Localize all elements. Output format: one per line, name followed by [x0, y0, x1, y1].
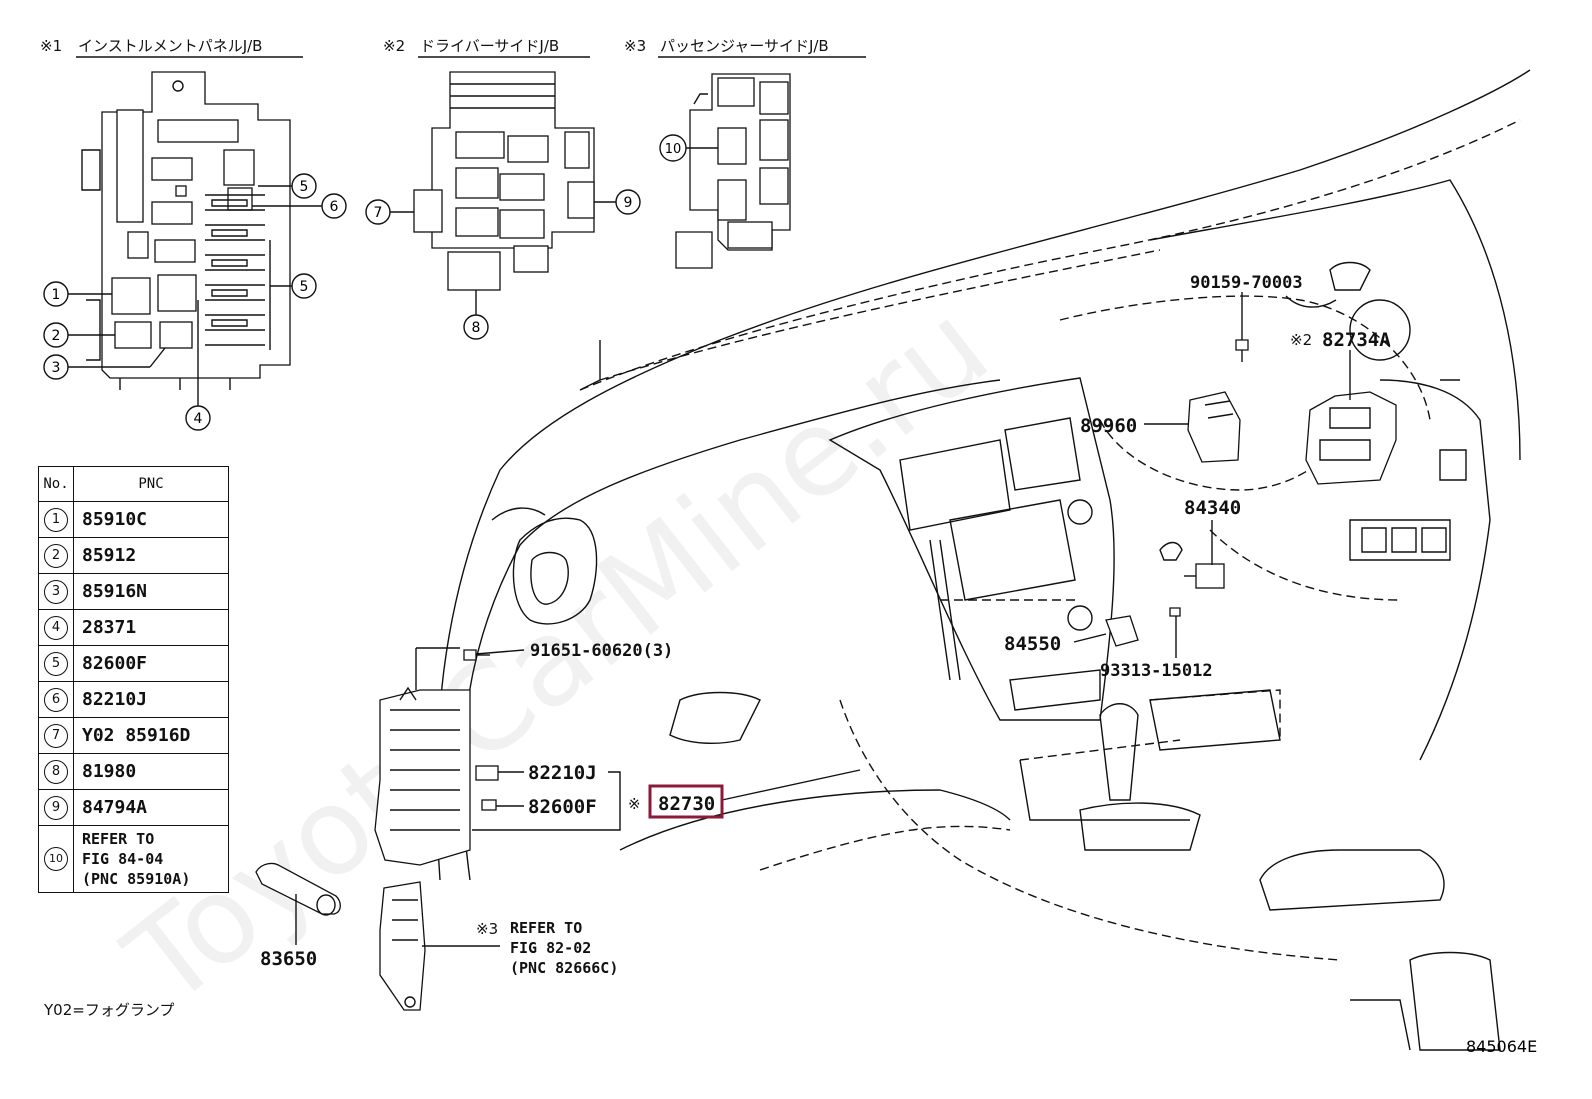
label-84550: 84550: [1004, 633, 1061, 655]
passenger-side-jb: [675, 73, 791, 269]
row-pnc: Y02 85916D: [73, 717, 229, 754]
table-row: 6 82210J: [38, 681, 229, 718]
header-no: No.: [38, 466, 74, 502]
callouts-jb1: 1 2 3 4 5 6 5: [43, 173, 347, 431]
callout-7: 7: [374, 205, 383, 221]
footnote: Y02=フォグランプ: [43, 1001, 174, 1019]
table-row: 5 82600F: [38, 645, 229, 682]
row-pnc: 82210J: [73, 681, 229, 718]
row-pnc: 82600F: [73, 645, 229, 682]
callout-5a: 5: [300, 179, 309, 195]
row-pnc: 84794A: [73, 789, 229, 826]
jb1-mark: ※1: [40, 37, 62, 55]
fuse-array: [205, 194, 265, 346]
row-pnc: 85912: [73, 537, 229, 574]
callout-1: 1: [52, 287, 61, 303]
jb2-title: ドライバーサイドJ/B: [420, 37, 559, 55]
jb2-mark: ※2: [383, 37, 405, 55]
part-83650-bulb: [255, 862, 341, 916]
label-82734a: 82734A: [1322, 329, 1391, 351]
label-refer-line-1: REFER TO: [510, 919, 582, 937]
part-89960-module: [1187, 391, 1241, 463]
table-row: 3 85916N: [38, 573, 229, 610]
label-93313-15012: 93313-15012: [1100, 661, 1213, 681]
label-82734a-mark: ※2: [1290, 331, 1312, 349]
part-82734a-block: [1305, 391, 1397, 485]
row-pnc: 81980: [73, 753, 229, 790]
label-90159-70003: 90159-70003: [1190, 273, 1303, 293]
table-row: 9 84794A: [38, 789, 229, 826]
instrument-panel-jb: [81, 71, 291, 390]
callout-8: 8: [472, 320, 481, 336]
callout-5b: 5: [300, 279, 309, 295]
label-82600f: 82600F: [528, 796, 597, 818]
driver-side-jb: [413, 71, 595, 291]
table-row: 1 85910C: [38, 501, 229, 538]
row-no: 7: [44, 723, 68, 748]
row-pnc: 28371: [73, 609, 229, 646]
part-82730-junction-block: [374, 686, 499, 866]
callout-6: 6: [330, 199, 339, 215]
label-refer-mark: ※3: [476, 920, 498, 938]
row-no: 8: [44, 759, 68, 784]
refer-line-2: FIG 84-04: [82, 850, 164, 868]
row-no: 4: [44, 615, 68, 640]
callouts-jb2: 7 8 9: [365, 189, 641, 340]
refer-line-1: REFER TO: [82, 830, 155, 848]
label-83650: 83650: [260, 948, 317, 970]
jb1-header: ※1 インストルメントパネルJ/B: [40, 37, 303, 58]
jb3-title: パッセンジャーサイドJ/B: [660, 37, 829, 55]
jb3-header: ※3 パッセンジャーサイドJ/B: [624, 37, 866, 58]
row-no: 2: [44, 543, 68, 568]
refer-line-3: (PNC 85910A): [82, 870, 191, 888]
row-no: 9: [44, 795, 68, 820]
table-header-row: No. PNC: [38, 466, 229, 502]
row-pnc: 85916N: [73, 573, 229, 610]
label-89960: 89960: [1080, 415, 1137, 437]
highlight-box-82730: [648, 784, 724, 819]
table-row: 8 81980: [38, 753, 229, 790]
row-pnc-refer: REFER TO FIG 84-04 (PNC 85910A): [73, 825, 229, 893]
callouts-jb3: 10: [659, 134, 718, 162]
label-84340: 84340: [1184, 497, 1241, 519]
part-84340-switch: [1184, 563, 1225, 589]
callout-10: 10: [665, 142, 682, 157]
header-pnc: PNC: [73, 466, 229, 502]
part-labels: 90159-70003 ※2 82734A 89960 84340 84550 …: [260, 273, 1391, 977]
row-pnc: 85910C: [73, 501, 229, 538]
callout-2: 2: [52, 328, 61, 344]
part-screws: [463, 339, 1249, 661]
table-row: 7 Y02 85916D: [38, 717, 229, 754]
leader-lines: [295, 292, 1351, 947]
dashboard-outline: [435, 69, 1531, 1051]
figure-id: 845064E: [1466, 1037, 1537, 1056]
table-row: 4 28371: [38, 609, 229, 646]
jb1-title: インストルメントパネルJ/B: [78, 37, 262, 55]
pnc-table: No. PNC 1 85910C 2 85912 3 85916N 4 2837…: [38, 466, 229, 893]
row-no: 5: [44, 651, 68, 676]
callout-3: 3: [52, 360, 61, 376]
part-84550-switch: [1105, 615, 1139, 647]
callout-4: 4: [194, 411, 203, 427]
jb2-header: ※2 ドライバーサイドJ/B: [383, 37, 590, 58]
table-row: 2 85912: [38, 537, 229, 574]
part-passenger-jb: [379, 881, 426, 1011]
jb3-mark: ※3: [624, 37, 646, 55]
row-no: 6: [44, 687, 68, 712]
row-no: 3: [44, 579, 68, 604]
label-82210j: 82210J: [528, 762, 597, 784]
label-refer-line-3: (PNC 82666C): [510, 959, 618, 977]
label-82730: 82730: [658, 793, 715, 815]
row-no: 10: [44, 847, 68, 871]
label-refer-line-2: FIG 82-02: [510, 939, 591, 957]
callout-9: 9: [624, 195, 633, 211]
label-82730-mark: ※: [628, 795, 641, 813]
row-no: 1: [44, 507, 68, 532]
table-row: 10 REFER TO FIG 84-04 (PNC 85910A): [38, 825, 229, 893]
label-91651-60620: 91651-60620(3): [530, 641, 673, 661]
